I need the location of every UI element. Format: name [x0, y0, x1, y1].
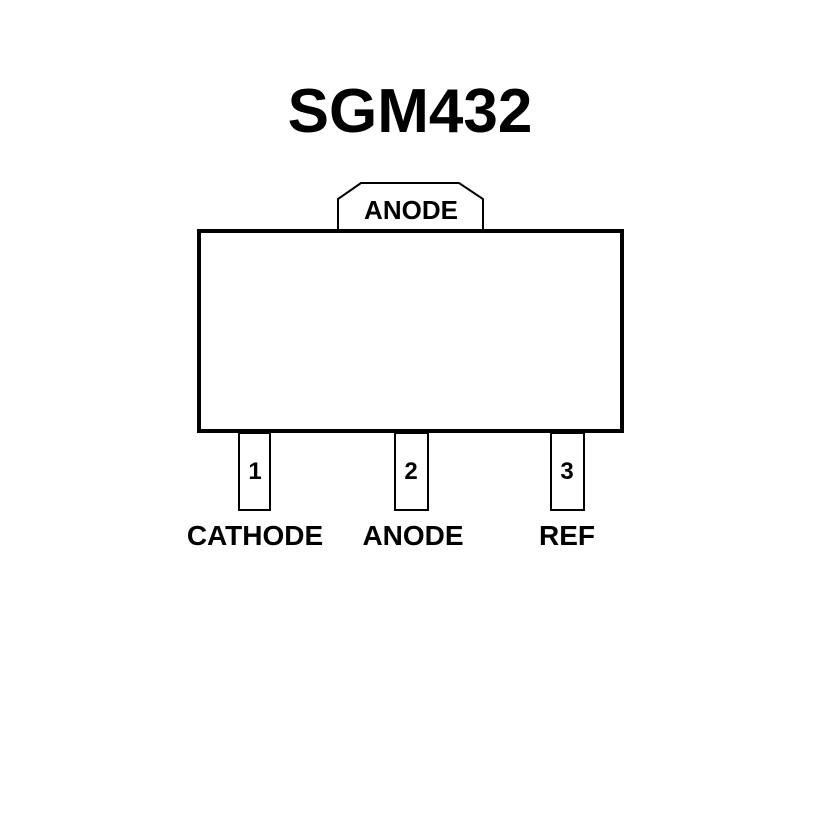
pin-1-label: CATHODE [187, 520, 323, 551]
pin-2-label: ANODE [362, 520, 463, 551]
part-title: SGM432 [288, 77, 533, 146]
pin-1-lead [238, 432, 271, 511]
pin-1: 1 CATHODE [187, 432, 323, 551]
tab-label: ANODE [364, 195, 458, 225]
pin-3-label: REF [539, 520, 595, 551]
tab-outline [337, 182, 484, 230]
pin-2: 2 ANODE [362, 432, 464, 551]
package-body [197, 229, 624, 433]
pin-2-number: 2 [404, 458, 417, 485]
pin-3-number: 3 [560, 458, 573, 485]
pin-1-number: 1 [248, 458, 261, 485]
pin-3-lead [550, 432, 585, 511]
pin-3: 3 REF [539, 432, 595, 551]
pin-2-lead [394, 432, 429, 511]
